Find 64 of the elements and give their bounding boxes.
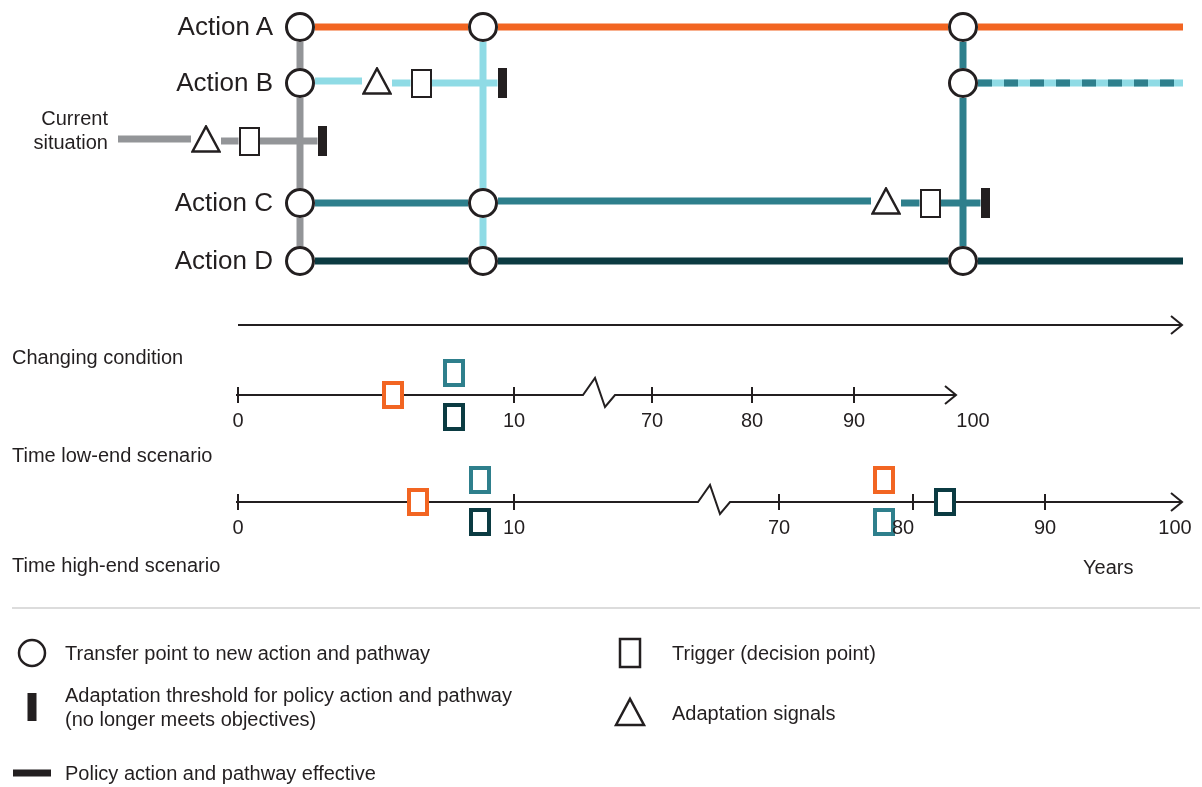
- legend-text: Trigger (decision point): [672, 641, 877, 665]
- trigger-square: [238, 126, 260, 156]
- tick-label: 90: [1033, 515, 1057, 539]
- pathway-line: [498, 23, 948, 31]
- threshold-bar: [980, 188, 990, 218]
- transfer-point-circle: [285, 246, 315, 276]
- transfer-point-circle: [948, 12, 978, 42]
- transfer-point-circle: [948, 246, 978, 276]
- signal-triangle: [191, 125, 221, 153]
- axis-title: Years: [1083, 555, 1134, 579]
- pathway-line: [479, 42, 487, 188]
- pathway-line: [221, 137, 239, 145]
- threshold-bar: [317, 126, 327, 156]
- tick-label: 80: [740, 408, 764, 432]
- pathway-line: [315, 77, 362, 85]
- tick-label: 90: [842, 408, 866, 432]
- pathway-line: [498, 197, 871, 205]
- transfer-point-circle: [285, 12, 315, 42]
- pathway-line: [392, 79, 411, 87]
- pathway-line: [498, 257, 948, 265]
- pathway-line: [431, 79, 498, 87]
- situation-label: Current situation: [0, 106, 108, 162]
- pathway-line: [315, 23, 468, 31]
- transfer-point-circle: [468, 246, 498, 276]
- action-label: Action A: [177, 11, 273, 43]
- trigger-square: [919, 188, 941, 218]
- legend-text: Policy action and pathway effective: [65, 761, 377, 785]
- transfer-point-circle: [285, 68, 315, 98]
- pathway-line: [296, 42, 304, 68]
- pathway-line: [940, 199, 981, 207]
- pathway-line: [296, 218, 304, 246]
- signal-triangle: [871, 187, 901, 215]
- transfer-point-circle: [468, 12, 498, 42]
- tick-label: 100: [956, 408, 990, 432]
- tick-label: 10: [502, 408, 526, 432]
- pathway-line: [315, 257, 468, 265]
- legend-text: Transfer point to new action and pathway: [65, 641, 432, 665]
- transfer-point-circle: [948, 68, 978, 98]
- signal-triangle: [362, 67, 392, 95]
- trigger-square: [410, 68, 432, 98]
- pathway-line: [315, 199, 468, 207]
- tick-label: 0: [232, 408, 244, 432]
- transfer-point-circle: [468, 188, 498, 218]
- pathway-line: [479, 218, 487, 246]
- axis-title: Time low-end scenario: [12, 443, 213, 467]
- action-label: Action B: [176, 67, 273, 99]
- tick-label: 70: [767, 515, 791, 539]
- action-label: Action D: [174, 245, 273, 277]
- legend-text: Adaptation threshold for policy action and pathway (no longer meets objectives): [65, 683, 513, 731]
- axis-title: Changing condition: [12, 345, 184, 369]
- pathway-line: [259, 137, 318, 145]
- tick-label: 70: [640, 408, 664, 432]
- pathway-line: [901, 199, 920, 207]
- pathway-line: [296, 98, 304, 188]
- pathway-line: [959, 42, 967, 68]
- transfer-point-circle: [285, 188, 315, 218]
- tick-label: 100: [1158, 515, 1192, 539]
- legend-text: Adaptation signals: [672, 701, 837, 725]
- axis-title: Time high-end scenario: [12, 553, 221, 577]
- tick-label: 0: [232, 515, 244, 539]
- threshold-bar: [497, 68, 507, 98]
- action-label: Action C: [174, 187, 273, 219]
- pathway-line: [959, 98, 967, 246]
- tick-label: 10: [502, 515, 526, 539]
